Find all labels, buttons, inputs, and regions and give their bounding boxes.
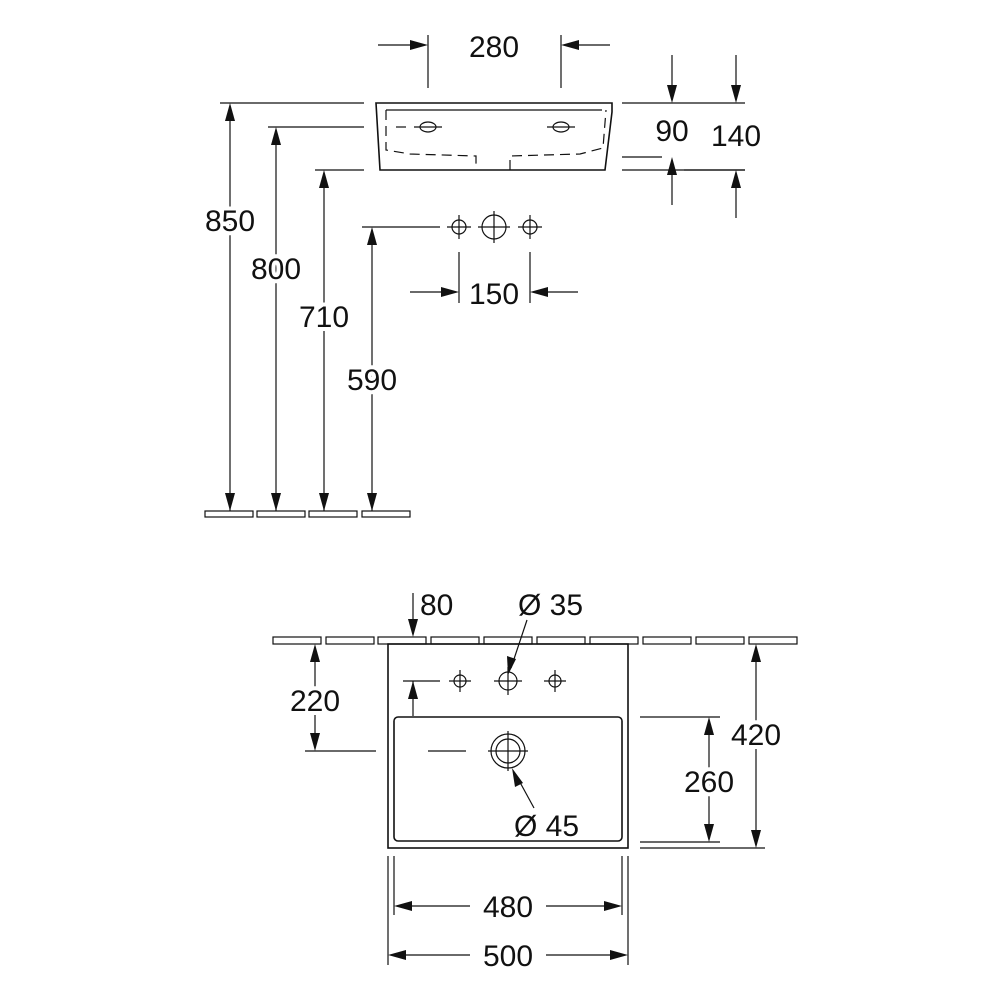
dim-590-label: 590 <box>347 364 397 397</box>
basin-side-outline <box>375 102 613 171</box>
tap-hole-right-plan-icon <box>544 670 566 692</box>
waste-outlet-icon <box>488 731 528 771</box>
dim-150-label: 150 <box>469 278 519 311</box>
dim-480-label: 480 <box>483 891 533 924</box>
dim-280-label: 280 <box>469 31 519 64</box>
tap-hole-right-icon <box>547 121 575 133</box>
dim-90-label: 90 <box>655 115 688 148</box>
waste-connection-icon <box>478 211 510 243</box>
wall-line <box>272 636 798 645</box>
dim-220-label: 220 <box>290 685 340 718</box>
tap-hole-left-icon <box>396 121 442 133</box>
side-view: 280 90 140 850 800 <box>201 31 761 518</box>
basin-inner-contour <box>385 109 607 170</box>
dim-diameter-45-label: Ø 45 <box>514 810 579 843</box>
supply-right-icon <box>518 215 542 239</box>
plan-view: 80 Ø 35 220 260 420 Ø 45 <box>272 589 798 973</box>
basin-outer-outline <box>387 643 629 849</box>
floor-line <box>204 510 411 518</box>
dim-710-label: 710 <box>299 301 349 334</box>
dim-420-label: 420 <box>731 719 781 752</box>
dim-850-label: 850 <box>205 205 255 238</box>
supply-left-icon <box>447 215 471 239</box>
dim-140-label: 140 <box>711 120 761 153</box>
dim-500-label: 500 <box>483 940 533 973</box>
dim-diameter-35-label: Ø 35 <box>518 589 583 622</box>
dim-80-label: 80 <box>420 589 453 622</box>
dim-260-label: 260 <box>684 766 734 799</box>
dim-800-label: 800 <box>251 253 301 286</box>
tap-hole-left-plan-icon <box>449 670 471 692</box>
basin-bowl-outline <box>393 716 623 842</box>
